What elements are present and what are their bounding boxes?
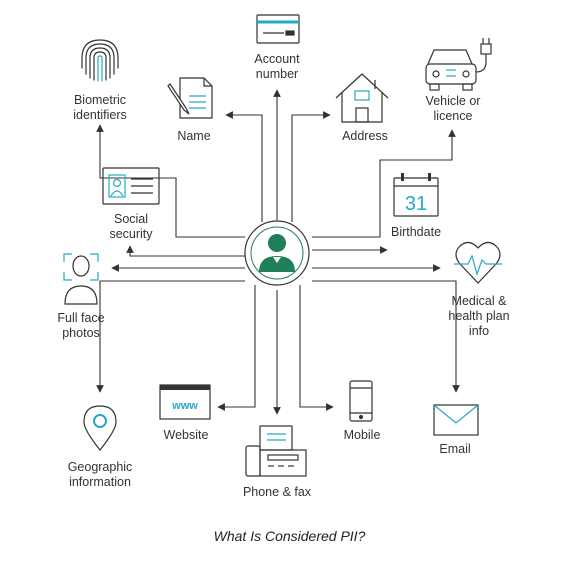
label-medical-health-plan-info: Medical & health plan info	[448, 294, 510, 338]
connector-social-security	[126, 245, 245, 257]
connector-name	[225, 111, 263, 222]
id-card-icon	[102, 167, 160, 205]
document-pen-icon	[167, 77, 213, 119]
label-biometric-identifiers: Biometric identifiers	[73, 93, 127, 122]
connector-vehicle	[312, 129, 456, 238]
label-social-security: Social security	[109, 212, 153, 241]
location-pin-icon	[83, 405, 117, 451]
person-icon	[244, 220, 310, 286]
label-full-face-photos: Full face photos	[57, 311, 105, 340]
browser-www-text: www	[171, 400, 198, 412]
connector-website	[217, 285, 256, 411]
label-website: Website	[163, 428, 209, 442]
connector-lines	[96, 89, 460, 415]
calendar-icon: 31	[393, 173, 439, 217]
label-address: Address	[342, 129, 388, 143]
mobile-phone-icon	[349, 380, 373, 422]
calendar-day-text: 31	[405, 193, 427, 215]
fingerprint-icon	[81, 39, 119, 82]
label-email: Email	[439, 442, 471, 456]
label-name: Name	[177, 129, 211, 143]
heart-pulse-icon	[454, 241, 502, 284]
connector-address	[291, 111, 331, 222]
browser-icon: www	[159, 384, 211, 420]
connector-geographic	[96, 280, 245, 393]
fax-icon	[245, 425, 307, 477]
face-scan-icon	[63, 253, 99, 305]
label-mobile: Mobile	[343, 428, 381, 442]
label-birthdate: Birthdate	[390, 225, 442, 239]
envelope-icon	[433, 404, 479, 436]
connector-email	[312, 280, 460, 393]
label-phone-and-fax: Phone & fax	[242, 485, 312, 499]
diagram-caption: What Is Considered PII?	[213, 528, 366, 544]
label-geographic-information: Geographic information	[67, 460, 133, 489]
connector-mobile	[299, 285, 334, 411]
electric-car-icon	[425, 38, 492, 91]
label-account-number: Account number	[254, 52, 300, 81]
house-icon	[335, 73, 389, 123]
connector-biometric	[96, 124, 245, 238]
card-icon	[256, 14, 300, 44]
label-vehicle-or-licence: Vehicle or licence	[425, 94, 481, 123]
